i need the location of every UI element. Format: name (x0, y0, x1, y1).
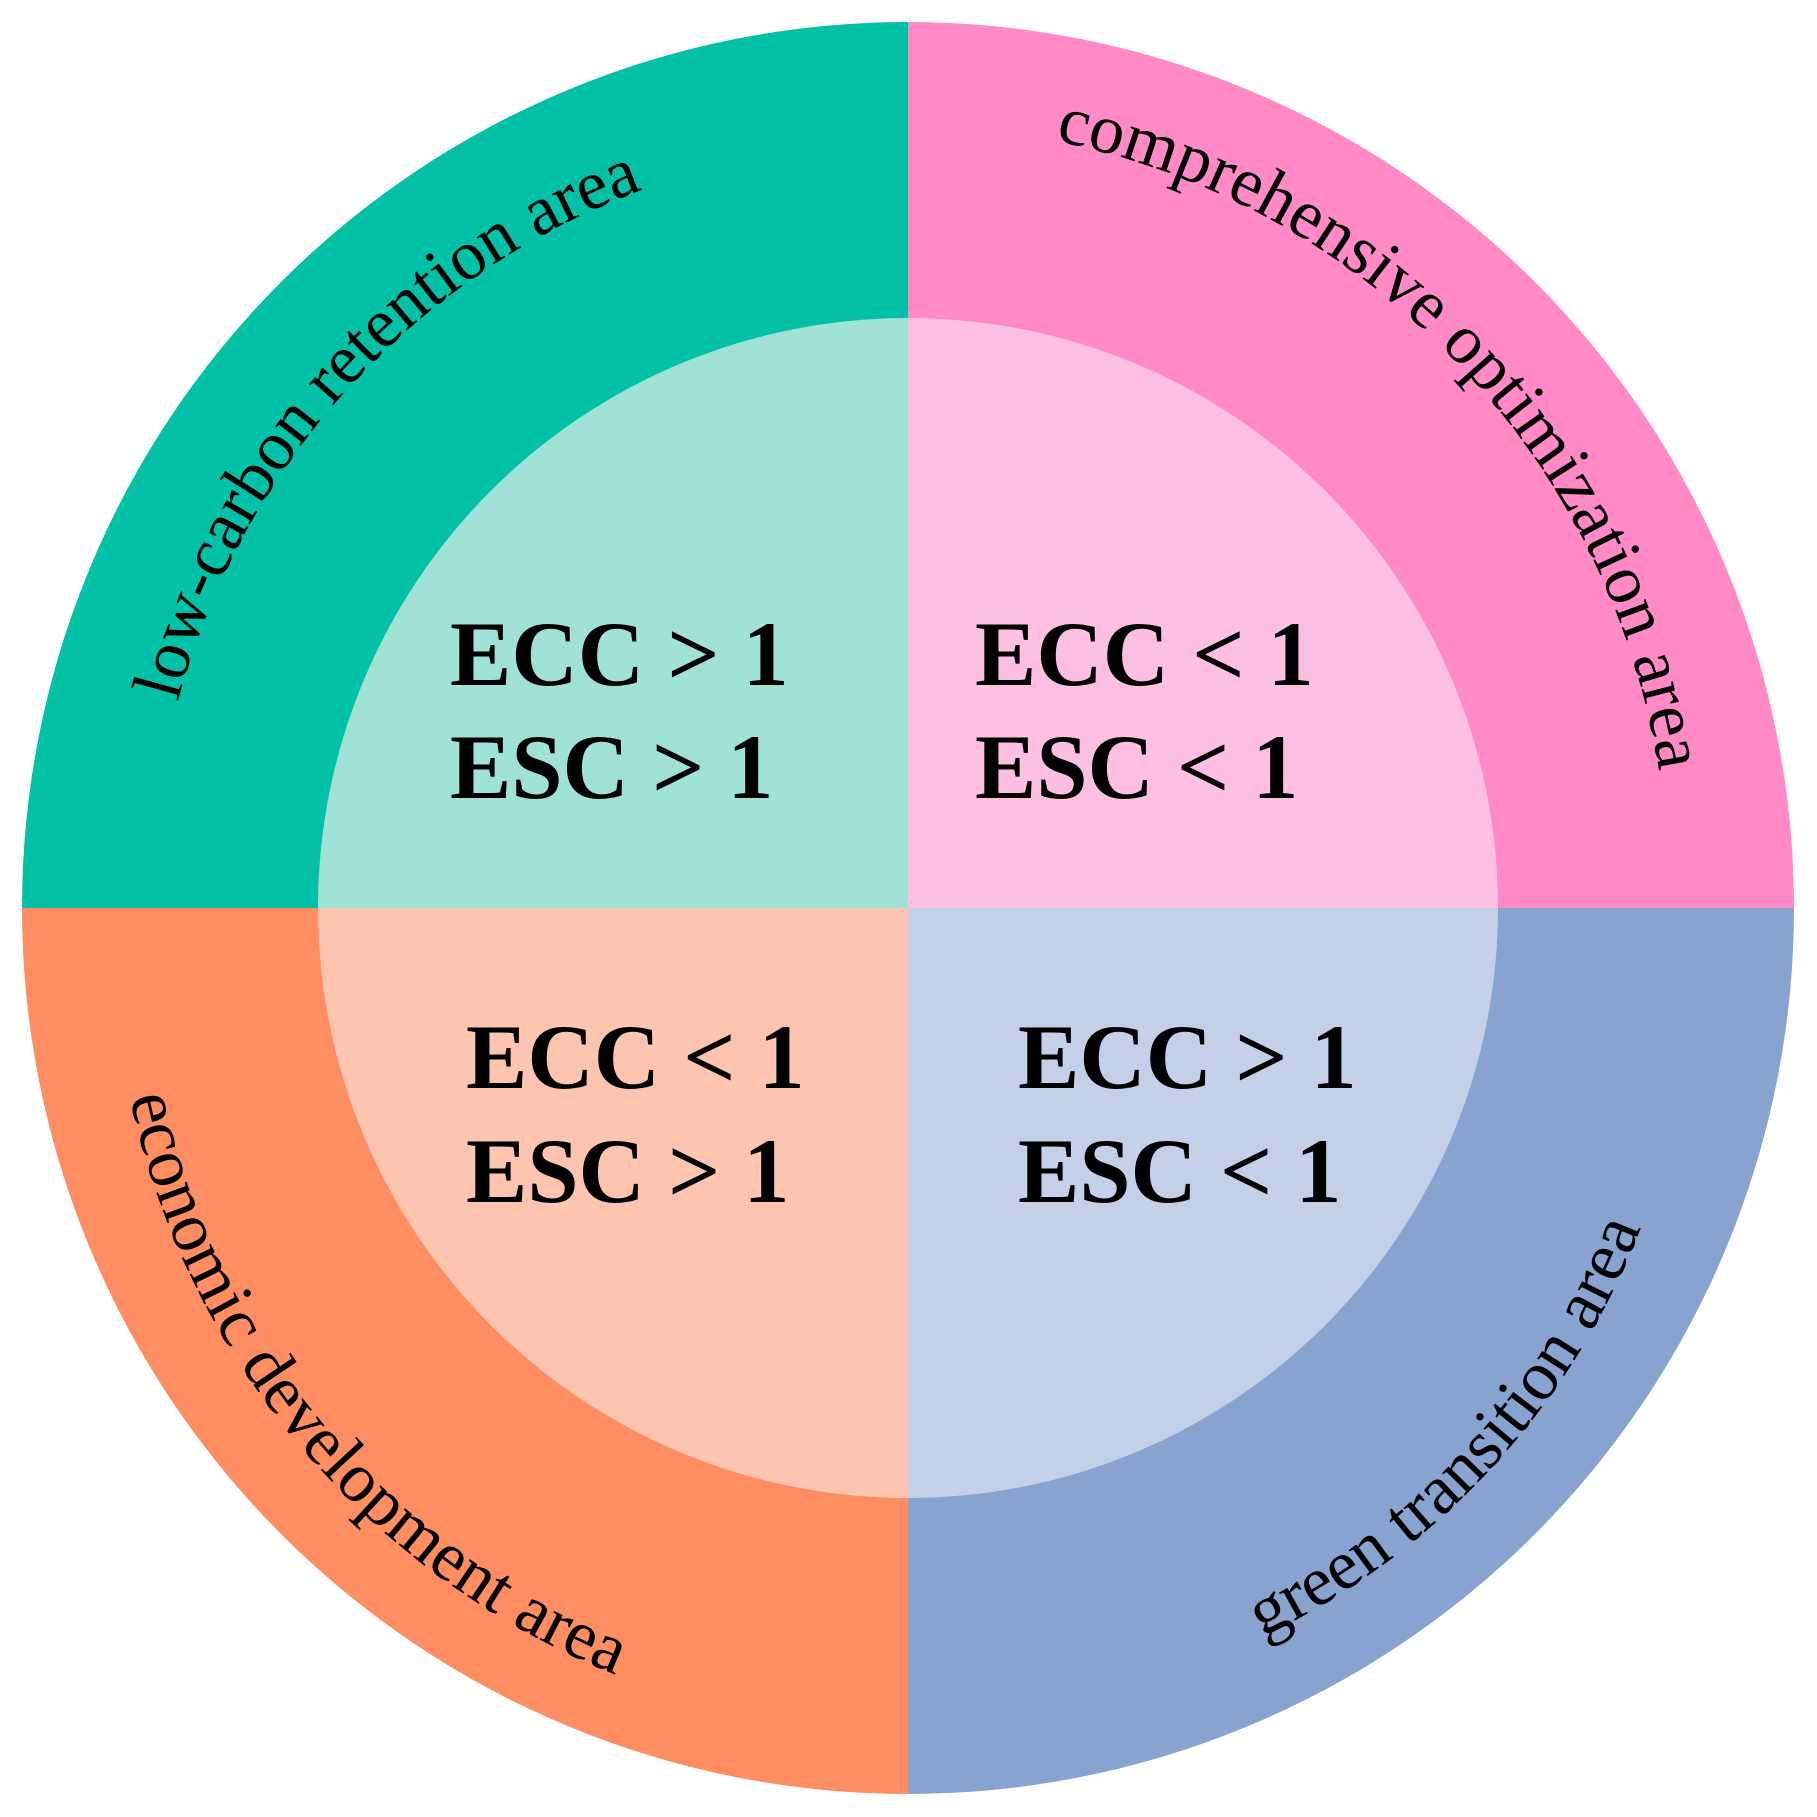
condition-esc-top-right: ESC < 1 (975, 716, 1298, 818)
inner-quadrant-top-left (318, 318, 908, 908)
inner-quadrant-top-right (908, 318, 1498, 908)
condition-esc-bottom-left: ESC > 1 (466, 1120, 789, 1222)
condition-esc-top-left: ESC > 1 (450, 716, 773, 818)
condition-ecc-bottom-left: ECC < 1 (466, 1006, 805, 1108)
inner-quadrant-bottom-right (908, 908, 1498, 1498)
condition-ecc-bottom-right: ECC > 1 (1018, 1006, 1357, 1108)
inner-quadrant-bottom-left (318, 908, 908, 1498)
condition-esc-bottom-right: ESC < 1 (1018, 1120, 1341, 1222)
condition-ecc-top-left: ECC > 1 (450, 603, 789, 705)
condition-ecc-top-right: ECC < 1 (975, 603, 1314, 705)
